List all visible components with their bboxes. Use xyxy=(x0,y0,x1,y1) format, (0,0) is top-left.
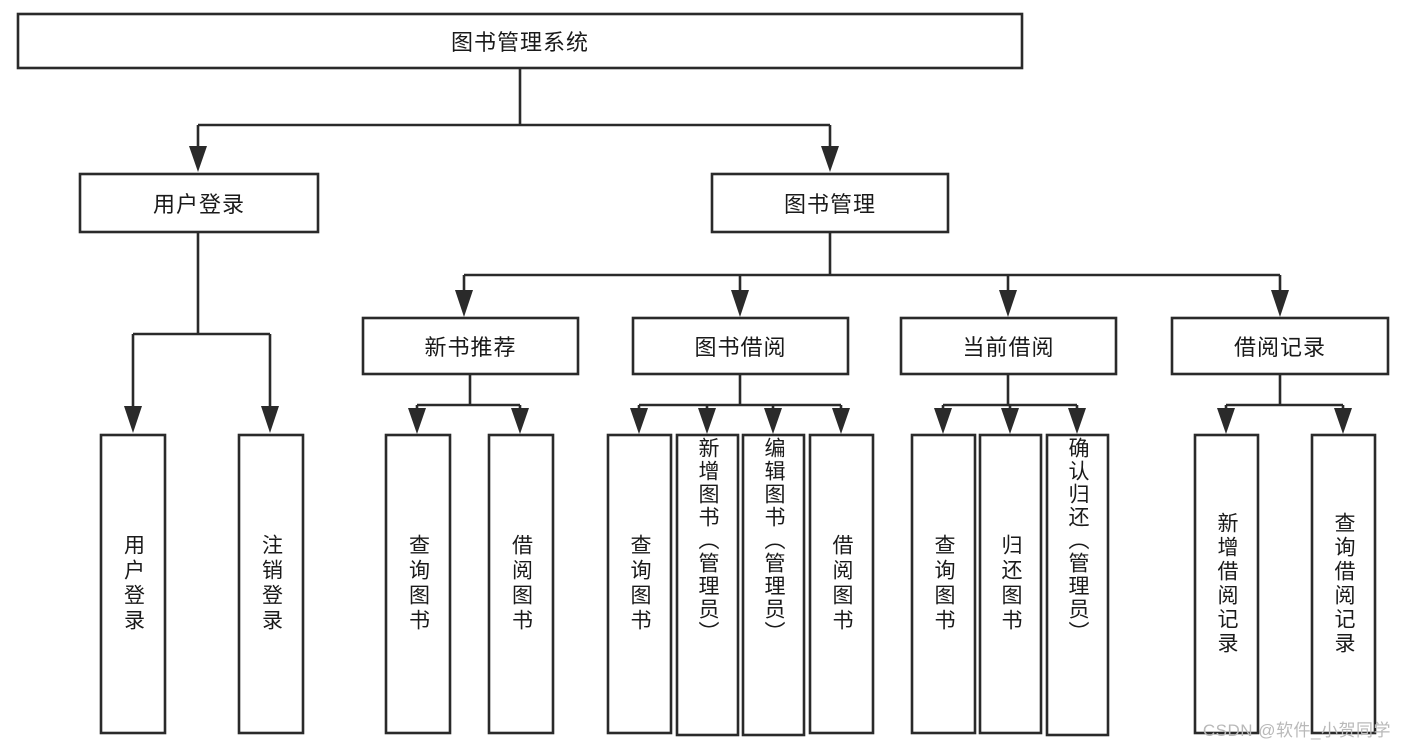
arrow-to-leaf-edit-book xyxy=(764,408,782,434)
node-box-leaf-confirm-return[interactable] xyxy=(1045,433,1110,737)
arrow-to-leaf-logout-login xyxy=(261,406,279,433)
node-box-borrow-record[interactable] xyxy=(1170,316,1390,376)
node-box-leaf-add-book[interactable] xyxy=(675,433,740,737)
arrow-to-current-borrow xyxy=(999,290,1017,317)
watermark-text: CSDN @软件_小贺同学 xyxy=(1202,721,1391,740)
arrow-to-book-borrow xyxy=(731,290,749,317)
arrow-to-user-login xyxy=(189,146,207,172)
node-box-leaf-user-login[interactable] xyxy=(99,433,167,735)
node-box-leaf-query-record[interactable] xyxy=(1310,433,1377,735)
node-box-leaf-query-book-2[interactable] xyxy=(606,433,673,735)
connector-group-root xyxy=(189,68,839,172)
node-box-leaf-query-book-1[interactable] xyxy=(384,433,452,735)
connector-group-book-borrow xyxy=(630,374,850,434)
node-box-new-book-recommend[interactable] xyxy=(361,316,580,376)
connector-group-current-borrow xyxy=(934,374,1086,434)
node-box-leaf-add-record[interactable] xyxy=(1193,433,1260,735)
node-box-user-login[interactable] xyxy=(78,172,320,234)
node-box-book-management[interactable] xyxy=(710,172,950,234)
connector-group-new-book-recommend xyxy=(408,374,529,434)
arrow-to-leaf-query-book-3 xyxy=(934,408,952,434)
node-box-leaf-borrow-book-1[interactable] xyxy=(487,433,555,735)
arrow-to-leaf-query-record xyxy=(1334,408,1352,434)
node-box-leaf-query-book-3[interactable] xyxy=(910,433,977,735)
node-box-root[interactable] xyxy=(16,12,1024,70)
arrow-to-leaf-borrow-book-1 xyxy=(511,408,529,434)
arrow-to-leaf-add-record xyxy=(1217,408,1235,434)
arrow-to-leaf-return-book xyxy=(1001,408,1019,434)
node-box-current-borrow[interactable] xyxy=(899,316,1118,376)
arrow-to-leaf-borrow-book-2 xyxy=(832,408,850,434)
arrow-to-leaf-query-book-1 xyxy=(408,408,426,434)
arrow-to-leaf-add-book xyxy=(698,408,716,434)
node-box-leaf-edit-book[interactable] xyxy=(741,433,806,737)
node-box-leaf-logout-login[interactable] xyxy=(237,433,305,735)
connector-group-book-management xyxy=(455,232,1289,317)
arrow-to-leaf-user-login xyxy=(124,406,142,433)
arrow-to-new-book-recommend xyxy=(455,290,473,317)
arrow-to-leaf-confirm-return xyxy=(1068,408,1086,434)
node-box-leaf-return-book[interactable] xyxy=(978,433,1043,735)
node-box-book-borrow[interactable] xyxy=(631,316,850,376)
node-box-leaf-borrow-book-2[interactable] xyxy=(808,433,875,735)
arrow-to-borrow-record xyxy=(1271,290,1289,317)
connector-group-borrow-record xyxy=(1217,374,1352,434)
arrow-to-leaf-query-book-2 xyxy=(630,408,648,434)
connector-group-user-login xyxy=(124,232,279,433)
arrow-to-book-management xyxy=(821,146,839,172)
